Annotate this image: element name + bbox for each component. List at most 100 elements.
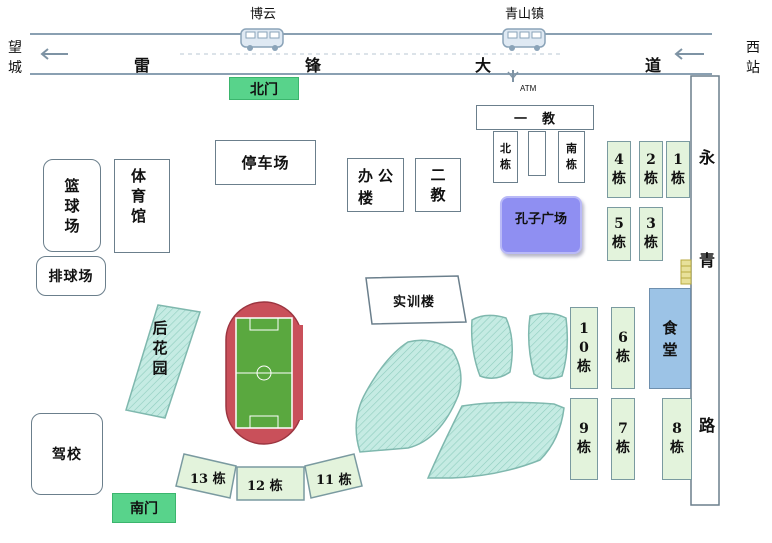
building-1: 1 栋 xyxy=(666,141,690,198)
side-road-char: 永 xyxy=(699,148,716,167)
green-area xyxy=(426,401,565,479)
building-7: 7 栋 xyxy=(611,398,635,480)
building-10: 1 0 栋 xyxy=(570,307,598,389)
office-building-char: 公 xyxy=(378,167,395,185)
volleyball-court: 排球场 xyxy=(36,256,106,296)
building-4: 4 栋 xyxy=(607,141,631,198)
building-1-char: 1 xyxy=(673,151,683,168)
building-13-shape xyxy=(175,453,237,499)
training-building-label: 实训楼 xyxy=(393,295,436,310)
north-gate: 北门 xyxy=(229,77,299,100)
back-garden-area xyxy=(125,304,201,419)
building-3-char: 栋 xyxy=(644,235,658,251)
second-teaching-building: 二 教 xyxy=(415,158,461,212)
track-side-strip xyxy=(297,325,303,420)
training-building-shape xyxy=(365,275,467,325)
south-wing: 南 栋 xyxy=(558,131,585,183)
sports-track xyxy=(225,301,303,445)
building-12-shape xyxy=(236,466,305,501)
east-arrow-icon xyxy=(674,48,704,60)
north-wing: 北 栋 xyxy=(493,131,518,183)
first-teaching-label: 一 教 xyxy=(513,112,556,127)
building-10-char: 0 xyxy=(579,339,589,356)
west-arrow-icon xyxy=(40,48,68,60)
second-teaching-char: 教 xyxy=(430,186,446,204)
building-12-label: 12 栋 xyxy=(247,479,283,494)
green-area xyxy=(527,312,569,380)
road-name-char: 大 xyxy=(475,56,492,75)
building-11-shape xyxy=(304,453,363,499)
office-building: 办 公 楼 xyxy=(347,158,404,212)
atm-icon xyxy=(507,70,519,82)
south-wing-char: 栋 xyxy=(566,158,577,171)
building-10-char: 栋 xyxy=(577,358,591,375)
building-1-char: 栋 xyxy=(671,170,685,187)
parking-lot: 停车场 xyxy=(215,140,316,185)
basketball-court-char: 篮 xyxy=(64,176,80,195)
building-9-char: 栋 xyxy=(577,440,591,456)
building-4-char: 栋 xyxy=(612,170,626,187)
back-garden-char: 园 xyxy=(152,359,168,377)
volleyball-court-label: 排球场 xyxy=(48,269,94,285)
building-6-char: 栋 xyxy=(616,349,630,365)
confucius-plaza: 孔子广场 xyxy=(500,196,582,254)
driving-school: 驾校 xyxy=(31,413,103,495)
road-name-char: 雷 xyxy=(134,56,151,75)
side-road-char: 路 xyxy=(699,416,716,435)
building-8-char: 栋 xyxy=(670,440,684,456)
green-area xyxy=(355,339,462,453)
building-2-char: 2 xyxy=(646,151,656,168)
north-wing-char: 栋 xyxy=(500,158,511,171)
basketball-court-char: 球 xyxy=(64,196,80,215)
gymnasium-char: 馆 xyxy=(131,207,147,225)
east-destination-char: 西 xyxy=(746,40,760,56)
west-destination-char: 城 xyxy=(8,60,22,76)
main-road xyxy=(30,33,712,75)
north-wing-char: 北 xyxy=(500,142,511,155)
back-garden: 后 花 园 xyxy=(150,318,170,378)
south-wing-char: 南 xyxy=(566,142,577,155)
bus-icon xyxy=(502,28,546,51)
side-road xyxy=(690,75,720,506)
building-9: 9 栋 xyxy=(570,398,598,480)
canteen: 食 堂 xyxy=(649,288,691,389)
building-11-label: 11 栋 xyxy=(316,473,352,488)
building-7-char: 7 xyxy=(618,421,628,437)
west-destination: 望 城 xyxy=(6,38,24,78)
first-teaching-building: 一 教 xyxy=(476,105,594,130)
building-5-char: 栋 xyxy=(612,235,626,251)
building-3: 3 栋 xyxy=(639,207,663,261)
building-3-char: 3 xyxy=(646,216,656,232)
road-name-char: 锋 xyxy=(305,56,322,75)
building-5-char: 5 xyxy=(614,216,624,232)
south-gate: 南门 xyxy=(112,493,176,523)
building-10-char: 1 xyxy=(579,320,589,337)
building-5: 5 栋 xyxy=(607,207,631,261)
basketball-court: 篮 球 场 xyxy=(43,159,101,252)
building-9-char: 9 xyxy=(579,421,589,437)
bus-icon xyxy=(240,28,284,51)
office-building-char: 办 xyxy=(358,167,375,185)
building-4-char: 4 xyxy=(614,151,624,168)
building-2: 2 栋 xyxy=(639,141,663,198)
atm-label: ATM xyxy=(520,84,537,93)
gymnasium-char: 育 xyxy=(131,187,147,205)
confucius-plaza-label: 孔子广场 xyxy=(514,212,567,227)
parking-lot-label: 停车场 xyxy=(241,154,290,172)
building-6: 6 栋 xyxy=(611,307,635,389)
road-name-char: 道 xyxy=(645,56,662,75)
east-destination: 西 站 xyxy=(744,38,762,78)
building-7-char: 栋 xyxy=(616,440,630,456)
connecting-corridor xyxy=(528,131,546,176)
office-building-char: 楼 xyxy=(358,189,375,207)
canteen-char: 食 xyxy=(662,318,678,337)
back-garden-char: 花 xyxy=(152,339,168,357)
building-8-char: 8 xyxy=(672,421,682,437)
gymnasium: 体 育 馆 xyxy=(114,159,170,253)
building-8: 8 栋 xyxy=(662,398,692,480)
building-13-label: 13 栋 xyxy=(190,472,226,487)
east-destination-char: 站 xyxy=(746,60,760,76)
canteen-char: 堂 xyxy=(662,340,678,359)
gymnasium-char: 体 xyxy=(131,167,147,185)
